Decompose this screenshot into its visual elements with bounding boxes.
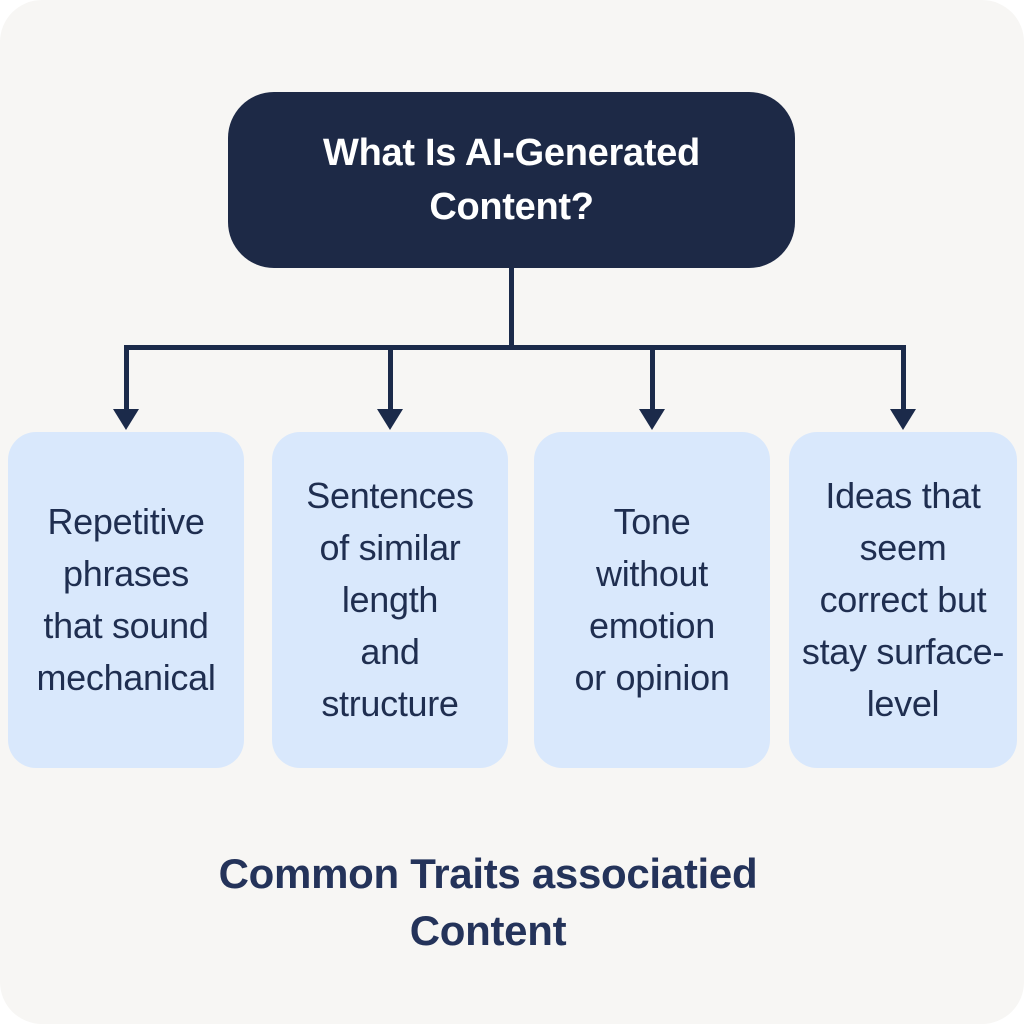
connector-stem — [509, 268, 514, 347]
connector-drop-2 — [388, 345, 393, 411]
trait-box-label: Repetitive phrases that sound mechanical — [36, 501, 216, 698]
connector-drop-1 — [124, 345, 129, 411]
connector-drop-3 — [650, 345, 655, 411]
arrow-down-icon — [639, 409, 665, 430]
trait-box-label: Ideas that seem correct but stay surface… — [801, 475, 1005, 724]
trait-box-repetitive-phrases: Repetitive phrases that sound mechanical — [8, 432, 244, 768]
trait-box-label: Tone without emotion or opinion — [574, 501, 730, 698]
trait-box-surface-level-ideas: Ideas that seem correct but stay surface… — [789, 432, 1017, 768]
connector-drop-4 — [901, 345, 906, 411]
connector-horizontal-line — [124, 345, 906, 350]
caption: Common Traits associatied Content — [0, 845, 976, 959]
trait-box-label: Sentences of similar length and structur… — [306, 475, 474, 724]
caption-text: Common Traits associatied Content — [218, 850, 758, 954]
root-node-title: What Is AI-Generated Content? — [323, 132, 700, 228]
arrow-down-icon — [113, 409, 139, 430]
root-node: What Is AI-Generated Content? — [228, 92, 795, 268]
arrow-down-icon — [890, 409, 916, 430]
trait-box-tone-without-emotion: Tone without emotion or opinion — [534, 432, 770, 768]
arrow-down-icon — [377, 409, 403, 430]
trait-box-similar-sentences: Sentences of similar length and structur… — [272, 432, 508, 768]
